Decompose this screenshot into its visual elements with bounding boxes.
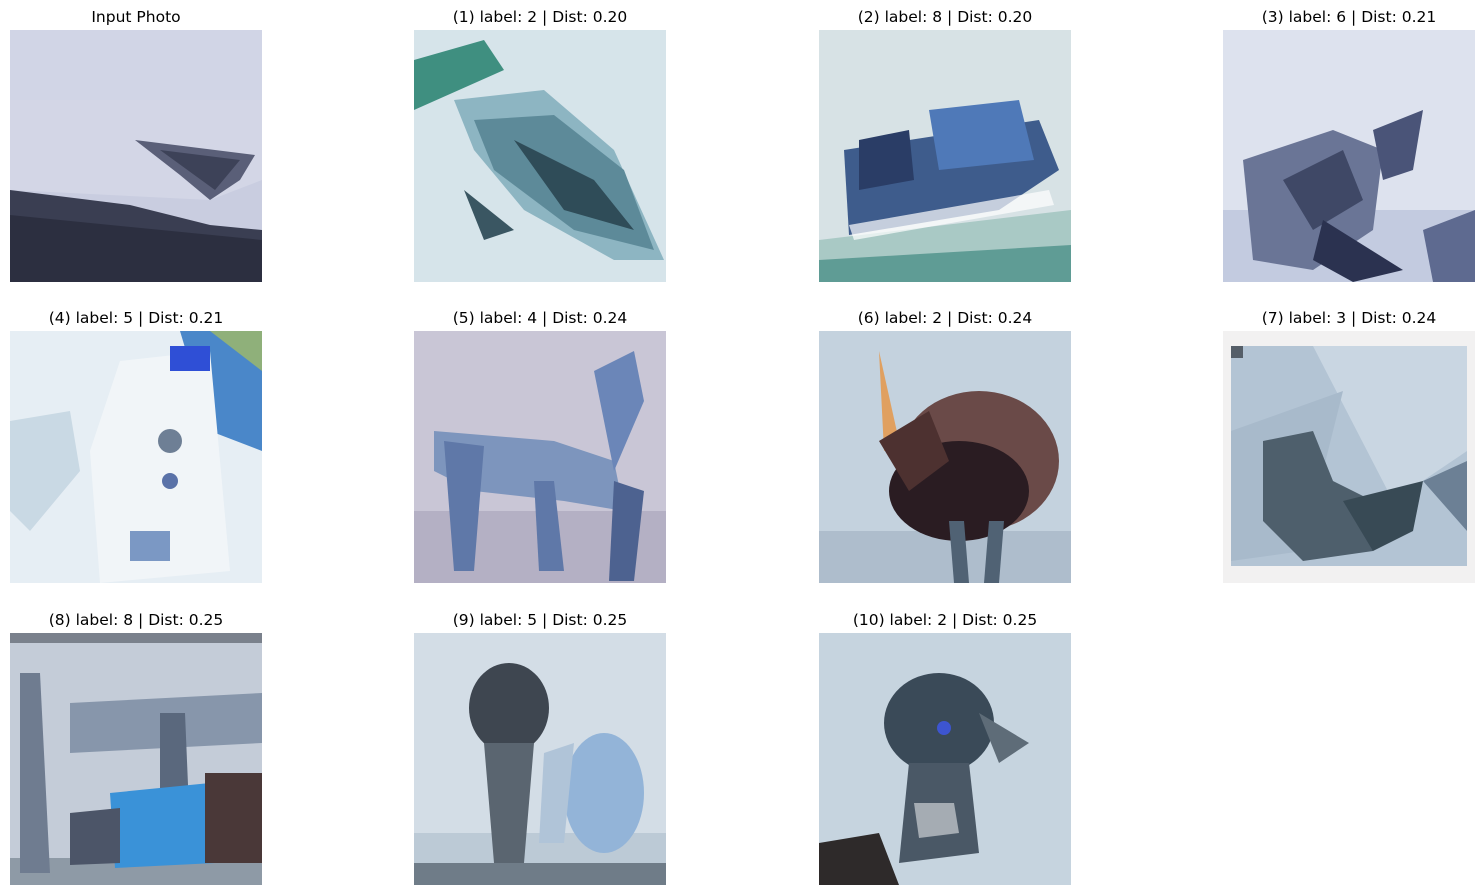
result-9-title: (9) label: 5 | Dist: 0.25 (452, 611, 628, 629)
result-10-image (819, 633, 1071, 885)
result-2-title: (2) label: 8 | Dist: 0.20 (857, 8, 1033, 26)
result-7-title: (7) label: 3 | Dist: 0.24 (1261, 309, 1437, 327)
result-8-title: (8) label: 8 | Dist: 0.25 (48, 611, 224, 629)
result-1-title: (1) label: 2 | Dist: 0.20 (452, 8, 628, 26)
result-9-image (414, 633, 666, 885)
result-1-image (414, 30, 666, 282)
result-3-title: (3) label: 6 | Dist: 0.21 (1261, 8, 1437, 26)
input-photo-title: Input Photo (91, 8, 181, 26)
result-4-image (10, 331, 262, 583)
result-7-image (1223, 331, 1475, 583)
result-6-image (819, 331, 1071, 583)
result-4-title: (4) label: 5 | Dist: 0.21 (48, 309, 224, 327)
result-5-image (414, 331, 666, 583)
result-3-image (1223, 30, 1475, 282)
result-6-title: (6) label: 2 | Dist: 0.24 (857, 309, 1033, 327)
result-8-image (10, 633, 262, 885)
result-2-image (819, 30, 1071, 282)
result-5-title: (5) label: 4 | Dist: 0.24 (452, 309, 628, 327)
result-10-title: (10) label: 2 | Dist: 0.25 (852, 611, 1038, 629)
input-photo-image (10, 30, 262, 282)
